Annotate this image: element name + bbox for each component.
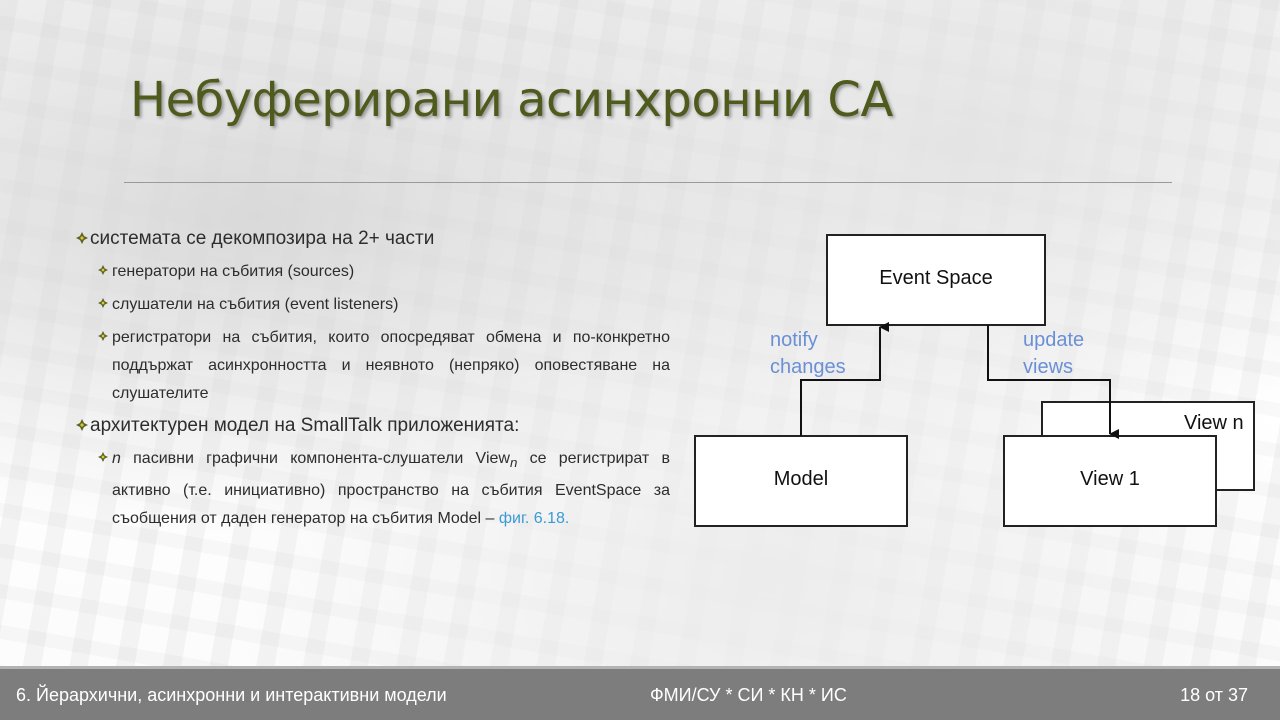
- update-label-2: views: [1023, 356, 1073, 378]
- event-space-box: [826, 234, 1046, 326]
- view-1-box: [1003, 435, 1217, 527]
- update-arrow: [987, 325, 1119, 439]
- subbullet-text: регистратори на събития, които опосредяв…: [112, 329, 670, 402]
- notify-label-2: changes: [770, 356, 846, 378]
- subbullet-text: n пасивни графични компонента-слушатели …: [112, 445, 670, 533]
- subbullet-registrators: регистратори на събития, които опосредяв…: [98, 324, 670, 408]
- figure-link[interactable]: фиг. 6.18.: [498, 510, 570, 528]
- text-part-b: се регистрират в активно (т.е. инициатив…: [112, 450, 670, 528]
- text-part-a: пасивни графични компонента-слушатели Vi…: [120, 450, 510, 467]
- bullet-item-decomposition: системата се декомпозира на 2+ части: [76, 226, 670, 252]
- model-label: Model: [774, 468, 828, 490]
- footer-bar: 6. Йерархични, асинхронни и интерактивни…: [0, 666, 1280, 720]
- notify-label-1: notify: [770, 329, 818, 351]
- subbullet-views: n пасивни графични компонента-слушатели …: [98, 445, 670, 533]
- title-divider: [124, 182, 1172, 183]
- event-space-label: Event Space: [879, 267, 992, 289]
- slide-title: Небуферирани асинхронни СА: [130, 72, 893, 128]
- page-number: 18 от 37: [1180, 685, 1248, 705]
- bullet-icon: [98, 291, 112, 308]
- bullet-item-smalltalk: архитектурен модел на SmallTalk приложен…: [76, 413, 670, 439]
- footer-chapter: 6. Йерархични, асинхронни и интерактивни…: [16, 685, 447, 705]
- subbullet-sources: генератори на събития (sources): [98, 258, 670, 286]
- subbullet-listeners: слушатели на събития (event listeners): [98, 291, 670, 319]
- subscript-n: n: [509, 455, 518, 471]
- bullet-list: системата се декомпозира на 2+ части ген…: [76, 226, 670, 538]
- bullet-icon: [98, 445, 112, 462]
- view-1-label: View 1: [1080, 468, 1140, 490]
- event-space-diagram: Event Space View n Model View 1 notify c…: [694, 234, 1255, 527]
- subbullet-text: генератори на събития (sources): [112, 263, 355, 280]
- bullet-icon: [98, 324, 112, 341]
- bullet-icon: [98, 258, 112, 275]
- update-label-1: update: [1023, 329, 1084, 351]
- bullet-icon: [76, 413, 90, 431]
- footer-institution: ФМИ/СУ * СИ * КН * ИС: [650, 685, 847, 705]
- italic-n: n: [112, 450, 121, 467]
- bullet-icon: [76, 226, 90, 244]
- model-box: [694, 435, 908, 527]
- bullet-text: архитектурен модел на SmallTalk приложен…: [90, 415, 520, 436]
- view-n-label: View n: [1184, 412, 1244, 434]
- subbullet-text: слушатели на събития (event listeners): [112, 296, 399, 313]
- bullet-text: системата се декомпозира на 2+ части: [90, 228, 435, 249]
- notify-arrow: [800, 322, 889, 436]
